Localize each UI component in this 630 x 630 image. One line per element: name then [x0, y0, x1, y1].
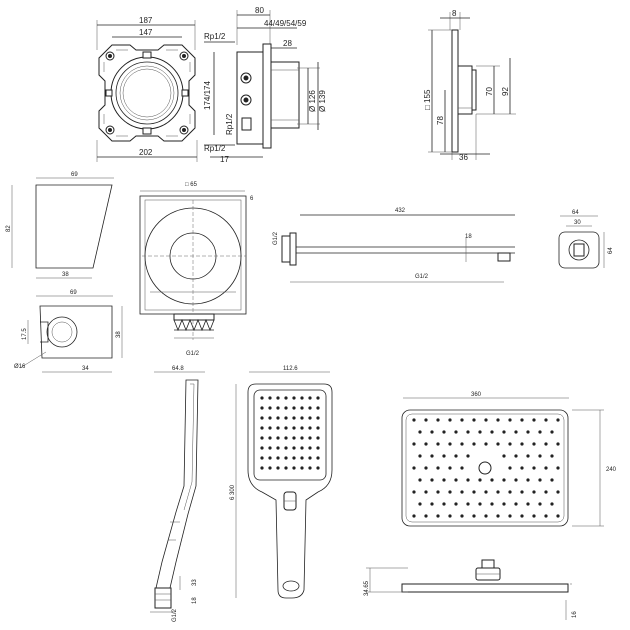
label-rp-bot: Rp1/2: [204, 144, 226, 153]
dim-holder-69: 69: [70, 290, 77, 296]
label-g-bottom: G1/2: [415, 274, 429, 280]
hand-shower-side-view: 64.8 33 18 G1/2: [150, 366, 205, 622]
dim-360: 360: [471, 392, 482, 398]
overhead-shower-side-view: 34.65 16: [364, 559, 578, 620]
label-thread: G1/2: [186, 351, 200, 357]
dim-overhead-16: 16: [572, 611, 578, 618]
wall-outlet: □ 65 6 G1/2: [139, 182, 254, 357]
dim-38: 38: [62, 272, 69, 278]
dim-187: 187: [139, 16, 153, 25]
dim-hs-c: G1/2: [172, 608, 178, 622]
dim-hs-b: 18: [192, 597, 198, 604]
spray-nozzle-grid: [260, 396, 320, 470]
dim-44-59: 44/49/54/59: [264, 19, 307, 28]
dim-overhead-h: 34.65: [364, 580, 370, 596]
trim-side-view: 8 □ 155 78 70 92 36: [423, 9, 516, 162]
dim-147: 147: [139, 28, 153, 37]
overhead-shower-top-view: 360 240: [401, 392, 617, 527]
valve-body-front-view: 187 147 202: [96, 16, 198, 162]
dim-holder-34: 34: [82, 366, 89, 372]
dim-28: 28: [283, 39, 292, 48]
dim-holder-38: 38: [116, 331, 122, 338]
dim-64-vertical: 64: [608, 247, 614, 254]
dim-78: 78: [436, 116, 445, 125]
bath-spout-profile: 69 82 38: [6, 172, 114, 279]
dim-82: 82: [6, 225, 12, 232]
dim-17: 17: [220, 155, 229, 164]
shower-arm: 432 G1/2 18 G1/2: [273, 208, 515, 283]
dim-hs-length: 6 300: [230, 484, 236, 500]
valve-body-side-view: 80 44/49/54/59 28 Rp1/2 174/174 Rp1/2 Ø …: [203, 6, 327, 164]
dim-holder-17: 17.5: [22, 328, 28, 340]
dim-64: 64: [572, 210, 579, 216]
dim-holder-ang: Ø16: [14, 364, 26, 370]
wall-elbow: 64 30 64: [558, 210, 614, 269]
dim-30: 30: [574, 220, 581, 226]
dim-139: Ø 139: [318, 90, 327, 112]
dim-8: 8: [452, 9, 457, 18]
dim-18: 18: [465, 234, 472, 240]
dim-92: 92: [501, 87, 510, 96]
hand-shower-front-view: 112.6 6 300: [230, 366, 333, 599]
dim-69: 69: [71, 172, 78, 178]
shower-holder: 69 38 17.5 Ø16 34: [14, 290, 123, 373]
label-rp-top: Rp1/2: [204, 32, 226, 41]
label-square-65: □ 65: [185, 182, 198, 188]
dim-36: 36: [459, 153, 468, 162]
dim-126: Ø 126: [308, 90, 317, 112]
dim-80: 80: [255, 6, 264, 15]
dim-70: 70: [485, 87, 494, 96]
dim-hs-width: 112.6: [283, 366, 298, 372]
label-g-left: G1/2: [273, 231, 279, 245]
dim-202: 202: [139, 148, 153, 157]
overhead-nozzle-grid: [412, 418, 560, 518]
dim-hs-top: 64.8: [172, 366, 184, 372]
label-side-6: 6: [250, 196, 254, 202]
dim-155: □ 155: [423, 89, 432, 110]
dim-432: 432: [395, 208, 406, 214]
dim-240: 240: [606, 467, 617, 473]
dim-174: 174/174: [203, 81, 212, 110]
label-rp-mid: Rp1/2: [225, 113, 234, 135]
dim-hs-a: 33: [192, 579, 198, 586]
